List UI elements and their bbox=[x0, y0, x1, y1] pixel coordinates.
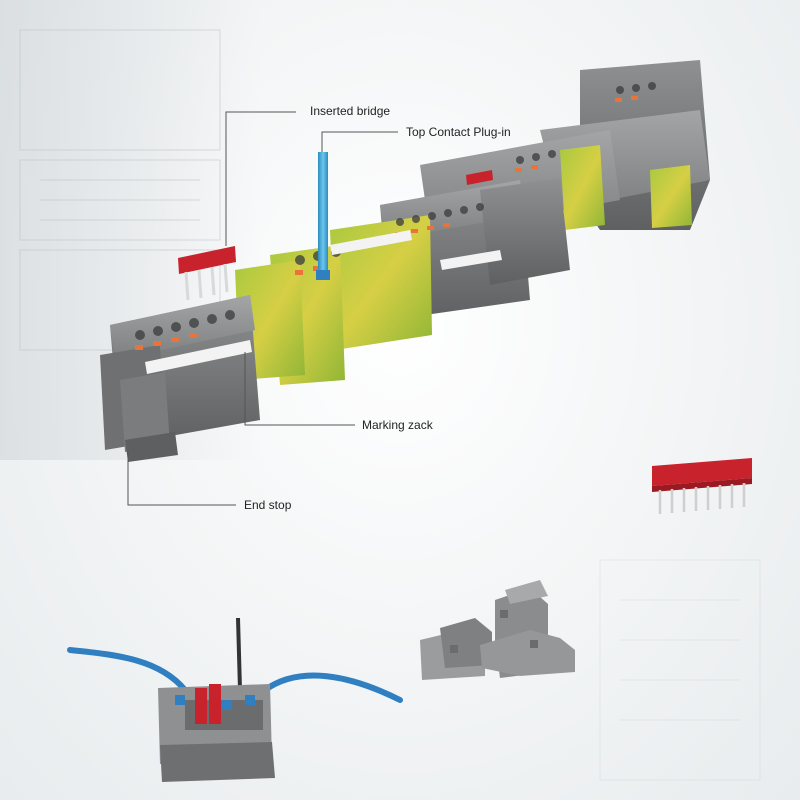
bridge-segment bbox=[466, 170, 493, 185]
top-contact-plugin bbox=[316, 152, 330, 280]
inserted-bridge-label: Inserted bridge bbox=[310, 104, 391, 118]
inserted-bridge bbox=[178, 246, 236, 301]
terminal-openings bbox=[135, 82, 656, 340]
marking-labels bbox=[145, 230, 502, 374]
leader-lines bbox=[127, 111, 398, 506]
end-stop-label: End stop bbox=[244, 498, 292, 512]
gray-terminal-block-icon bbox=[420, 580, 575, 680]
marking-zack-label: Marking zack bbox=[362, 418, 433, 432]
terminal-rail bbox=[100, 60, 710, 462]
terminal-cutaway-icon bbox=[67, 617, 403, 782]
top-contact-plugin-label: Top Contact Plug-in bbox=[406, 125, 511, 139]
red-comb-bridge-icon bbox=[652, 458, 752, 514]
